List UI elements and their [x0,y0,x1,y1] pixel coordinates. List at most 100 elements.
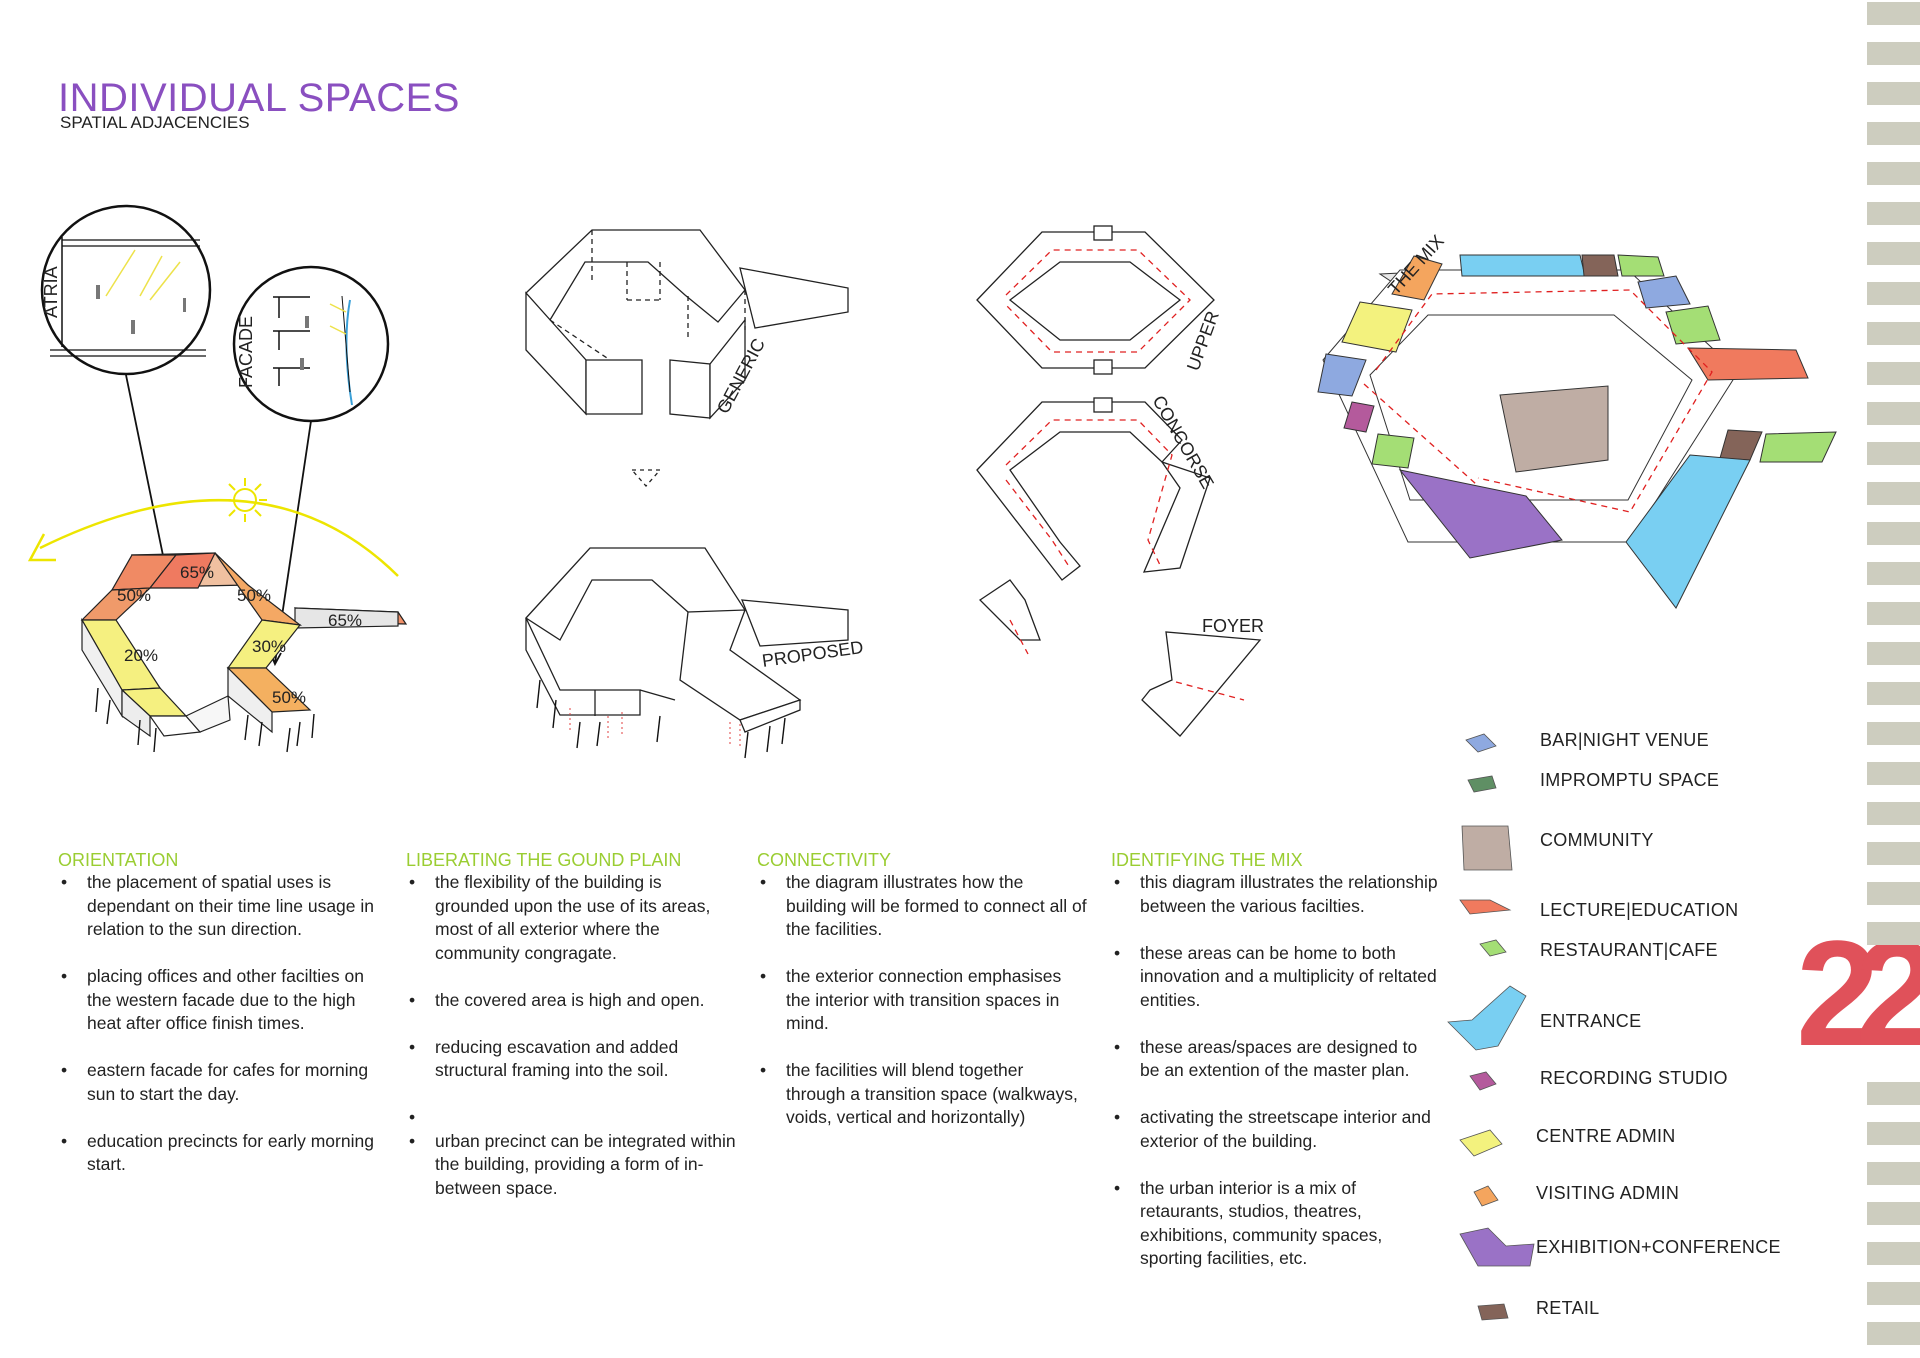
section-heading: LIBERATING THE GOUND PLAIN [406,850,682,870]
facade-detail-circle [232,265,390,423]
side-stripe [1867,482,1920,505]
side-stripe [1867,1282,1920,1305]
bullet-list: the flexibility of the building is groun… [406,871,736,1200]
side-stripe [1867,82,1920,105]
section-connectivity: CONNECTIVITY the diagram illustrates how… [757,851,1087,1153]
legend-swatch-entrance [1447,985,1527,1051]
connectivity-diagram [976,225,1262,737]
side-stripe [1867,1242,1920,1265]
side-stripe [1867,2,1920,25]
side-stripe [1867,1202,1920,1225]
side-stripe [1867,1162,1920,1185]
pct-label: 65% [180,563,214,582]
foyer-label: FOYER [1202,616,1264,636]
bullet-item: placing offices and other facilties on t… [58,965,388,1036]
legend-swatch-lecture [1459,899,1512,915]
bullet-item: education precincts for early morning st… [58,1130,388,1177]
pct-label: 50% [237,586,271,605]
atria-label: ATRIA [41,266,61,318]
atria-detail-circle [40,204,212,376]
section-identifying-mix: IDENTIFYING THE MIX this diagram illustr… [1111,851,1441,1294]
side-stripe [1867,402,1920,425]
legend-swatch-retail [1477,1303,1509,1321]
side-stripe [1867,1122,1920,1145]
circulation-arrows [1005,249,1245,701]
side-stripe [1867,362,1920,385]
bullet-item: the exterior connection emphasises the i… [757,965,1087,1036]
legend-label-centre-admin: CENTRE ADMIN [1536,1126,1676,1146]
bullet-item: eastern facade for cafes for morning sun… [58,1059,388,1106]
bullet-item: these areas can be home to both innovati… [1111,942,1441,1013]
legend-label-exhibition-conference: EXHIBITION+CONFERENCE [1536,1237,1781,1257]
the-mix-diagram [1317,254,1837,609]
bullet-item: the urban interior is a mix of retaurant… [1111,1177,1441,1271]
side-stripe [1867,42,1920,65]
side-stripe [1867,1322,1920,1345]
section-liberating: LIBERATING THE GOUND PLAIN the flexibili… [406,851,736,1224]
side-stripe [1867,642,1920,665]
facade-label: FACADE [236,316,256,388]
side-stripe [1867,202,1920,225]
bullet-item: the placement of spatial uses is dependa… [58,871,388,942]
legend-swatch-visiting-admin [1473,1185,1499,1207]
legend-label-restaurant-cafe: RESTAURANT|CAFE [1540,940,1718,960]
orientation-building [80,552,408,738]
bullet-item: the diagram illustrates how the building… [757,871,1087,942]
sun-icon [223,478,267,522]
bullet-item: the facilities will blend together throu… [757,1059,1087,1130]
legend-label-lecture-education: LECTURE|EDUCATION [1540,900,1739,920]
side-stripe [1867,722,1920,745]
legend-swatch-recording [1469,1071,1497,1091]
bullet-item: the flexibility of the building is groun… [406,871,736,965]
legend-swatch-bar [1465,733,1497,753]
side-stripe [1867,242,1920,265]
side-stripe [1867,762,1920,785]
bullet-list: this diagram illustrates the relationshi… [1111,871,1441,1271]
legend-label-community: COMMUNITY [1540,830,1654,850]
orientation-diagram: ATRIA FACADE [27,204,408,753]
pct-label: 30% [252,637,286,656]
legend-swatch-impromptu [1467,775,1497,793]
bullet-item: these areas/spaces are designed to be an… [1111,1036,1441,1083]
legend-label-impromptu-space: IMPROMPTU SPACE [1540,770,1720,790]
bullet-item: reducing escavation and added structural… [406,1036,736,1083]
bullet-item: urban precinct can be integrated within … [406,1130,736,1201]
section-heading: CONNECTIVITY [757,850,892,870]
side-stripe [1867,842,1920,865]
side-stripe [1867,282,1920,305]
side-stripe [1867,322,1920,345]
section-heading: ORIENTATION [58,850,179,870]
pct-label: 65% [328,611,362,630]
bullet-list: the diagram illustrates how the building… [757,871,1087,1130]
pct-label: 50% [272,688,306,707]
bullet-item: this diagram illustrates the relationshi… [1111,871,1441,918]
side-stripe [1867,922,1920,945]
pct-label: 20% [124,646,158,665]
legend-label-retail: RETAIL [1536,1298,1600,1318]
legend-swatches [1447,733,1535,1321]
legend-swatch-restaurant [1479,939,1507,957]
bullet-list: the placement of spatial uses is dependa… [58,871,388,1177]
side-stripe [1867,1082,1920,1105]
side-stripe [1867,882,1920,905]
page-subtitle: SPATIAL ADJACENCIES [60,113,250,132]
legend-swatch-community [1461,825,1513,871]
legend-label-visiting-admin: VISITING ADMIN [1536,1183,1680,1203]
bullet-item: activating the streetscape interior and … [1111,1106,1441,1153]
side-stripe [1867,682,1920,705]
pct-label: 50% [117,586,151,605]
side-stripe [1867,802,1920,825]
side-stripe [1867,122,1920,145]
section-heading: IDENTIFYING THE MIX [1111,850,1303,870]
legend-swatch-exhibition [1459,1227,1535,1267]
generic-proposed-diagram [525,229,849,759]
side-stripe [1867,522,1920,545]
side-stripe [1867,442,1920,465]
side-stripe [1867,162,1920,185]
bullet-item [406,1106,736,1130]
side-stripe [1867,602,1920,625]
legend-swatch-centre-admin [1459,1129,1503,1157]
legend-label-bar-night-venue: BAR|NIGHT VENUE [1540,730,1709,750]
section-orientation: ORIENTATION the placement of spatial use… [58,851,388,1200]
